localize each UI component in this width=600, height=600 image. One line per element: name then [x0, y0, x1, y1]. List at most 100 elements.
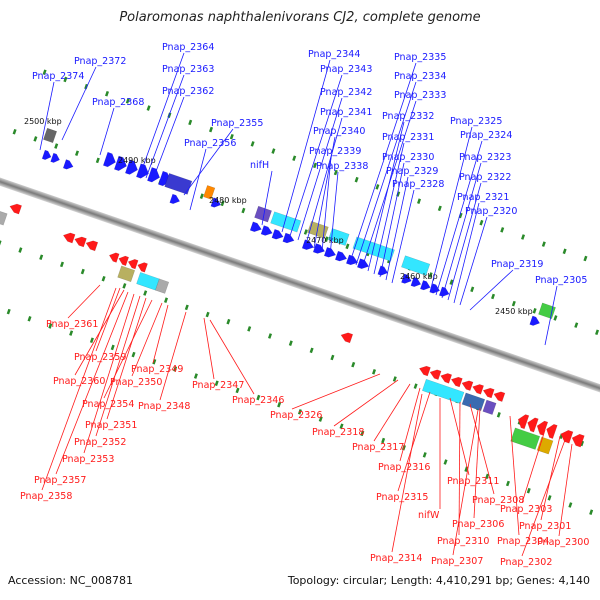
forward-label-leader [391, 189, 415, 284]
forward-gene-label: Pnap_2321 [457, 192, 509, 203]
reverse-gene-label: Pnap_2347 [192, 380, 244, 391]
forward-gene-label: Pnap_2319 [491, 259, 543, 270]
reverse-gene-label: Pnap_2354 [82, 399, 134, 410]
scale-label: 2490 kbp [118, 156, 156, 165]
tick-mark [532, 308, 537, 314]
forward-strand-genes [41, 127, 556, 326]
forward-gene-label: Pnap_2329 [386, 166, 438, 177]
forward-gene-label: Pnap_2341 [320, 107, 372, 118]
reverse-gene-arrow [482, 387, 495, 399]
reverse-gene-block [461, 392, 486, 412]
forward-gene-label: Pnap_2335 [394, 52, 446, 63]
tick-mark [449, 279, 454, 285]
forward-label-leader [139, 52, 185, 176]
forward-label-leader [385, 176, 409, 281]
reverse-label-leader [473, 407, 481, 519]
forward-gene-arrow [113, 155, 127, 172]
tick-mark [143, 290, 148, 296]
tick-mark [330, 354, 335, 361]
reverse-label-leader [333, 379, 399, 427]
forward-gene-label: Pnap_2343 [320, 64, 372, 75]
forward-gene-label: Pnap_2332 [382, 111, 434, 122]
tick-mark [381, 437, 386, 444]
reverse-gene-block [536, 436, 554, 455]
forward-label-leader [469, 269, 514, 311]
forward-gene-label: Pnap_2356 [184, 138, 236, 149]
reverse-gene-label: Pnap_2316 [378, 462, 430, 473]
tick-mark [271, 148, 276, 154]
tick-mark [59, 261, 64, 268]
forward-gene-arrow [102, 151, 116, 168]
forward-label-leader [151, 96, 185, 183]
forward-gene-arrow [124, 159, 138, 175]
tick-mark [417, 198, 422, 204]
forward-gene-label: Pnap_2331 [382, 132, 434, 143]
forward-label-leader [373, 142, 405, 275]
reverse-gene-arrow [62, 232, 76, 244]
forward-gene-label: Pnap_2368 [92, 97, 144, 108]
forward-label-leader [305, 117, 343, 245]
reverse-gene-arrow [9, 203, 23, 215]
tick-mark [511, 300, 516, 307]
forward-gene-arrow [401, 273, 412, 284]
forward-gene-block [401, 255, 431, 276]
reverse-gene-label: Pnap_2301 [519, 521, 571, 532]
reverse-label-leader [41, 287, 117, 491]
forward-gene-arrow [169, 193, 181, 205]
forward-label-leader [355, 81, 417, 266]
reverse-gene-arrow [118, 255, 130, 267]
reverse-gene-block [0, 210, 8, 226]
tick-mark [318, 416, 323, 422]
tick-mark [6, 308, 11, 315]
reverse-gene-label: Pnap_2311 [447, 476, 499, 487]
tick-mark [241, 207, 246, 214]
reverse-gene-label: Pnap_2346 [232, 395, 284, 406]
tick-mark [42, 69, 47, 76]
reverse-gene-label: Pnap_2349 [131, 364, 183, 375]
tick-mark [470, 286, 475, 293]
forward-gene-label: Pnap_2372 [74, 56, 126, 67]
page-title: Polaromonas naphthalenivorans CJ2, compl… [119, 10, 481, 25]
reverse-gene-label: Pnap_2357 [34, 475, 86, 486]
tick-mark [392, 376, 397, 382]
forward-label-leader [99, 107, 115, 156]
tick-mark [333, 169, 338, 176]
reverse-gene-block [510, 427, 541, 450]
tick-mark [297, 409, 302, 415]
forward-gene-arrow [377, 265, 389, 276]
reverse-label-leader [521, 429, 546, 504]
tick-mark [63, 76, 68, 83]
forward-gene-label: Pnap_2342 [320, 87, 372, 98]
tick-mark [247, 326, 252, 332]
reverse-gene-label: Pnap_2326 [270, 410, 322, 421]
reverse-gene-label: Pnap_2310 [437, 536, 489, 547]
reverse-gene-arrow [429, 369, 442, 380]
reverse-gene-arrow [527, 417, 539, 433]
reverse-gene-arrow [418, 365, 431, 377]
forward-label-leader [544, 285, 558, 346]
forward-gene-label: Pnap_2323 [459, 152, 511, 163]
reverse-gene-arrow [571, 433, 585, 448]
tick-mark [547, 495, 552, 501]
tick-mark [288, 340, 293, 346]
reverse-gene-labels: Pnap_2361Pnap_2359Pnap_2360Pnap_2349Pnap… [20, 284, 589, 568]
forward-label-leader [379, 162, 405, 278]
tick-mark [360, 430, 365, 437]
reverse-label-leader [458, 401, 461, 536]
reverse-gene-label: Pnap_2302 [500, 557, 552, 568]
tick-mark [443, 459, 448, 465]
forward-gene-block [203, 185, 216, 200]
reverse-gene-label: Pnap_2304 [497, 536, 549, 547]
reverse-label-leader [509, 415, 520, 536]
tick-mark [89, 337, 94, 344]
reverse-gene-arrow [440, 373, 453, 384]
reverse-gene-arrow [461, 380, 474, 391]
forward-gene-arrow [249, 221, 262, 233]
tick-mark [339, 423, 344, 429]
tick-mark [562, 248, 567, 255]
tick-mark [505, 480, 510, 487]
forward-gene-block [352, 236, 395, 262]
forward-gene-block [43, 127, 58, 144]
tick-mark [101, 275, 106, 282]
